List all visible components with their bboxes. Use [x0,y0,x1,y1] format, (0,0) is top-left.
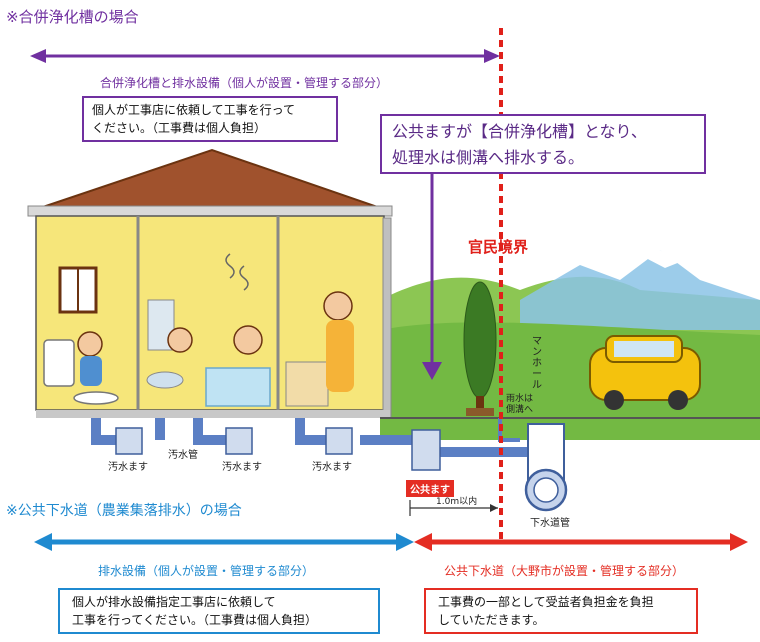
rainwater-label: 雨水は 側溝へ [506,394,533,416]
private-note-box: 個人が排水設備指定工事店に依頼して 工事を行ってください。（工事費は個人負担） [58,588,380,634]
mountain [520,250,760,330]
bathtub [205,367,271,407]
bather-head [233,325,263,355]
public-area-label: 公共下水道（大野市が設置・管理する部分） [444,564,685,578]
public-basin-label: 公共ます [406,480,454,497]
callout-arrow-head [422,362,442,380]
pipe-label: 汚水ます [222,462,262,473]
owner-note-box: 個人が工事店に依頼して工事を行って ください。（工事費は個人負担） [82,96,338,142]
snow-cap [640,250,680,268]
roof [27,148,393,213]
pipe-label: 汚水管 [168,450,198,461]
person-body [80,356,102,386]
section-heading-bottom: ※公共下水道（農業集落排水）の場合 [6,503,242,519]
pipe-label: 汚水ます [108,462,148,473]
steam-icon [225,253,235,279]
public-note-line: していただきます。 [438,613,545,627]
private-note-line: 個人が排水設備指定工事店に依頼して [72,595,276,609]
private-span-label: 合併浄化槽と排水設備（個人が設置・管理する部分） [100,76,389,90]
distance-arrow [490,504,498,512]
gutter [27,205,393,217]
manhole-label: マンホール [532,336,542,391]
rainwater-line: 雨水は [506,394,534,404]
owner-note-line: 個人が工事店に依頼して工事を行って [92,103,296,117]
arrow-head-right [396,533,414,551]
boundary-label: 官民境界 [468,238,529,256]
toilet-bowl [73,391,119,405]
car-wheel [668,390,688,410]
public-note-box: 工事費の一部として受益者負担金を負担 していただきます。 [424,588,698,634]
sewage-pipe [91,418,545,476]
private-area-label: 排水設備（個人が設置・管理する部分） [98,564,315,578]
car-wheel [604,390,624,410]
tree [463,281,497,399]
rainwater-line: 側溝へ [506,405,534,415]
tree-trunk [476,396,484,412]
foreground-hill [380,322,760,440]
sewage-basin [115,427,143,455]
cook-head [323,291,353,321]
septic-callout-box: 公共ますが【合併浄化槽】となり、 処理水は側溝へ排水する。 [380,114,706,174]
callout-line: 公共ますが【合併浄化槽】となり、 [392,122,647,141]
child-head [167,327,193,353]
arrow-head-left [414,533,432,551]
callout-line: 処理水は側溝へ排水する。 [392,148,585,167]
pipe-label: 汚水ます [312,462,352,473]
arrow-head-right [730,533,748,551]
cook-apron [326,320,354,392]
owner-note-line: ください。（工事費は個人負担） [92,121,267,135]
floor [36,410,390,418]
arrow-head-left [30,49,46,63]
planter [466,408,494,416]
toilet-tank [43,339,75,387]
arrow-head-left [34,533,52,551]
distance-label: 1.0m以内 [436,497,478,507]
arrow-head-right [484,49,500,63]
kitchen-counter [285,361,329,407]
sewer-pipe-inner [533,477,559,503]
private-note-line: 工事を行ってください。（工事費は個人負担） [72,613,318,627]
sewage-basin [325,427,353,455]
downspout [382,217,392,419]
steam-icon [239,265,249,291]
public-note-line: 工事費の一部として受益者負担金を負担 [438,595,654,609]
public-basin [411,429,441,471]
person-head [77,331,103,357]
section-heading-top: ※合併浄化槽の場合 [6,8,139,26]
sewer-pipe-label: 下水道管 [530,518,570,529]
sewage-basin [225,427,253,455]
car-window [614,341,674,357]
basin [146,371,184,389]
